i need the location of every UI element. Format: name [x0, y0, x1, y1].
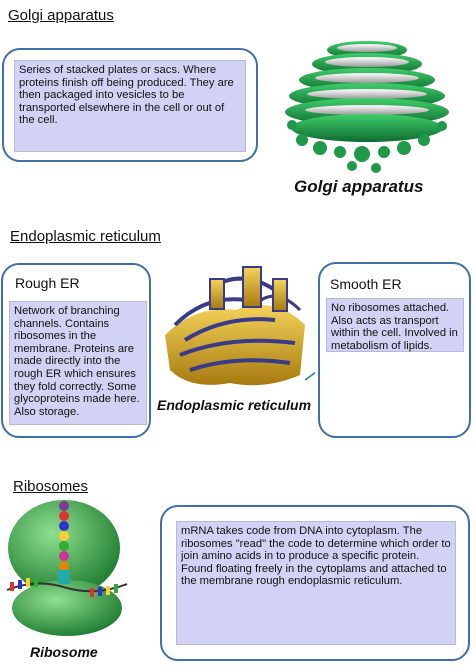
rough-er-description-text: Network of branching channels. Contains … — [9, 301, 147, 425]
rough-er-box: Rough ER Network of branching channels. … — [1, 263, 151, 438]
rough-er-title: Rough ER — [15, 275, 80, 291]
golgi-apparatus-image — [285, 41, 449, 173]
ribosomes-description-text: mRNA takes code from DNA into cytoplasm.… — [176, 521, 456, 645]
ribosomes-heading: Ribosomes — [13, 478, 89, 495]
ribosomes-description-box: mRNA takes code from DNA into cytoplasm.… — [160, 505, 470, 661]
smooth-er-description-text: No ribosomes attached. Also acts as tran… — [326, 298, 464, 352]
er-heading: Endoplasmic reticulum — [10, 228, 161, 245]
smooth-er-title: Smooth ER — [330, 276, 402, 292]
golgi-description-box: Series of stacked plates or sacs. Where … — [2, 48, 258, 162]
ribosome-image — [6, 500, 128, 636]
smooth-er-box: Smooth ER No ribosomes attached. Also ac… — [318, 262, 471, 438]
golgi-description-text: Series of stacked plates or sacs. Where … — [14, 60, 246, 152]
ribosome-image-caption: Ribosome — [30, 644, 98, 660]
er-image-caption: Endoplasmic reticulum — [157, 397, 312, 413]
golgi-heading: Golgi apparatus — [8, 7, 114, 24]
endoplasmic-reticulum-image — [155, 266, 315, 386]
golgi-image-caption: Golgi apparatus — [294, 177, 424, 196]
